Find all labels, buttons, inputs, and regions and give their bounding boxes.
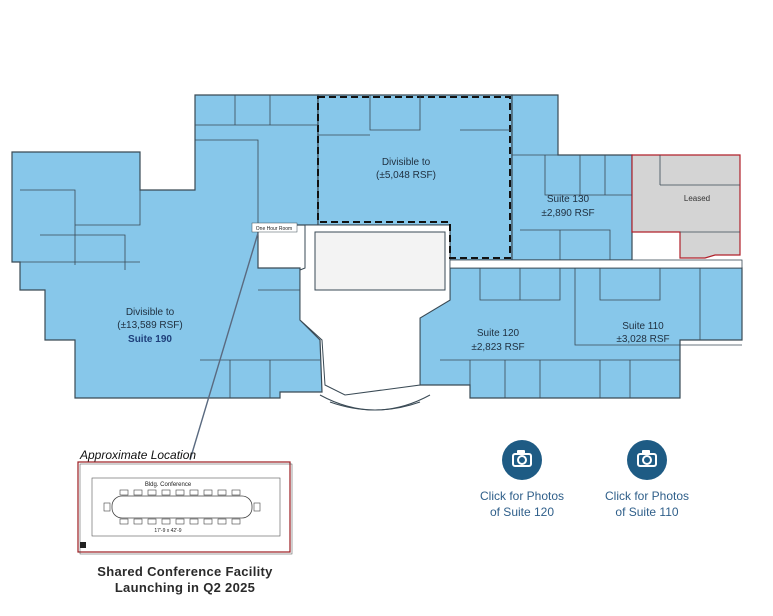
available-space — [11, 94, 743, 399]
suite-190-name: Suite 190 — [128, 334, 172, 345]
photos-suite-120-line2: of Suite 120 — [489, 505, 555, 519]
photos-suite-110-line2: of Suite 110 — [615, 505, 679, 519]
suite-190-line1: Divisible to — [126, 307, 175, 318]
caption-line2: Launching in Q2 2025 — [114, 580, 256, 595]
suite-130-size: ±2,890 RSF — [541, 208, 594, 219]
building-core — [299, 224, 451, 411]
suite-190-line2: (±13,589 RSF) — [117, 320, 183, 331]
suite-130-area[interactable] — [511, 94, 633, 261]
suite-120-name: Suite 120 — [477, 328, 520, 339]
leased-label: Leased — [684, 194, 710, 203]
leased-area — [631, 154, 741, 259]
suite-110-name: Suite 110 — [622, 321, 664, 332]
conference-inset: Bldg. Conference 17'-9 x 42'-9 — [77, 461, 293, 555]
conference-room-title: Bldg. Conference — [145, 482, 192, 488]
photos-suite-110-link[interactable]: Click for Photos of Suite 110 — [587, 440, 707, 520]
shared-conference-caption: Shared Conference Facility Launching in … — [60, 564, 310, 596]
photos-suite-120-link[interactable]: Click for Photos of Suite 120 — [462, 440, 582, 520]
camera-icon — [502, 440, 542, 480]
suite-190-area[interactable] — [11, 94, 323, 399]
suite-130-name: Suite 130 — [547, 194, 590, 205]
camera-icon — [627, 440, 667, 480]
suites-120-110-area[interactable] — [419, 267, 743, 399]
suite-110-size: ±3,028 RSF — [616, 334, 669, 345]
approximate-location-label: Approximate Location — [80, 448, 197, 462]
caption-line1: Shared Conference Facility — [97, 564, 273, 579]
conference-room-dimensions: 17'-9 x 42'-9 — [154, 528, 181, 534]
one-hour-room-label: One Hour Room — [256, 226, 292, 232]
location-pointer — [189, 232, 259, 461]
divisible-boundary — [317, 96, 511, 259]
divisible-north-line2: (±5,048 RSF) — [376, 170, 436, 181]
interior-walls — [12, 95, 742, 398]
photos-suite-120-line1: Click for Photos — [479, 489, 565, 503]
photos-suite-110-line1: Click for Photos — [604, 489, 690, 503]
suite-120-size: ±2,823 RSF — [471, 342, 524, 353]
one-hour-room-marker — [251, 222, 298, 233]
divisible-north-line1: Divisible to — [382, 157, 431, 168]
east-corridor — [449, 259, 743, 269]
